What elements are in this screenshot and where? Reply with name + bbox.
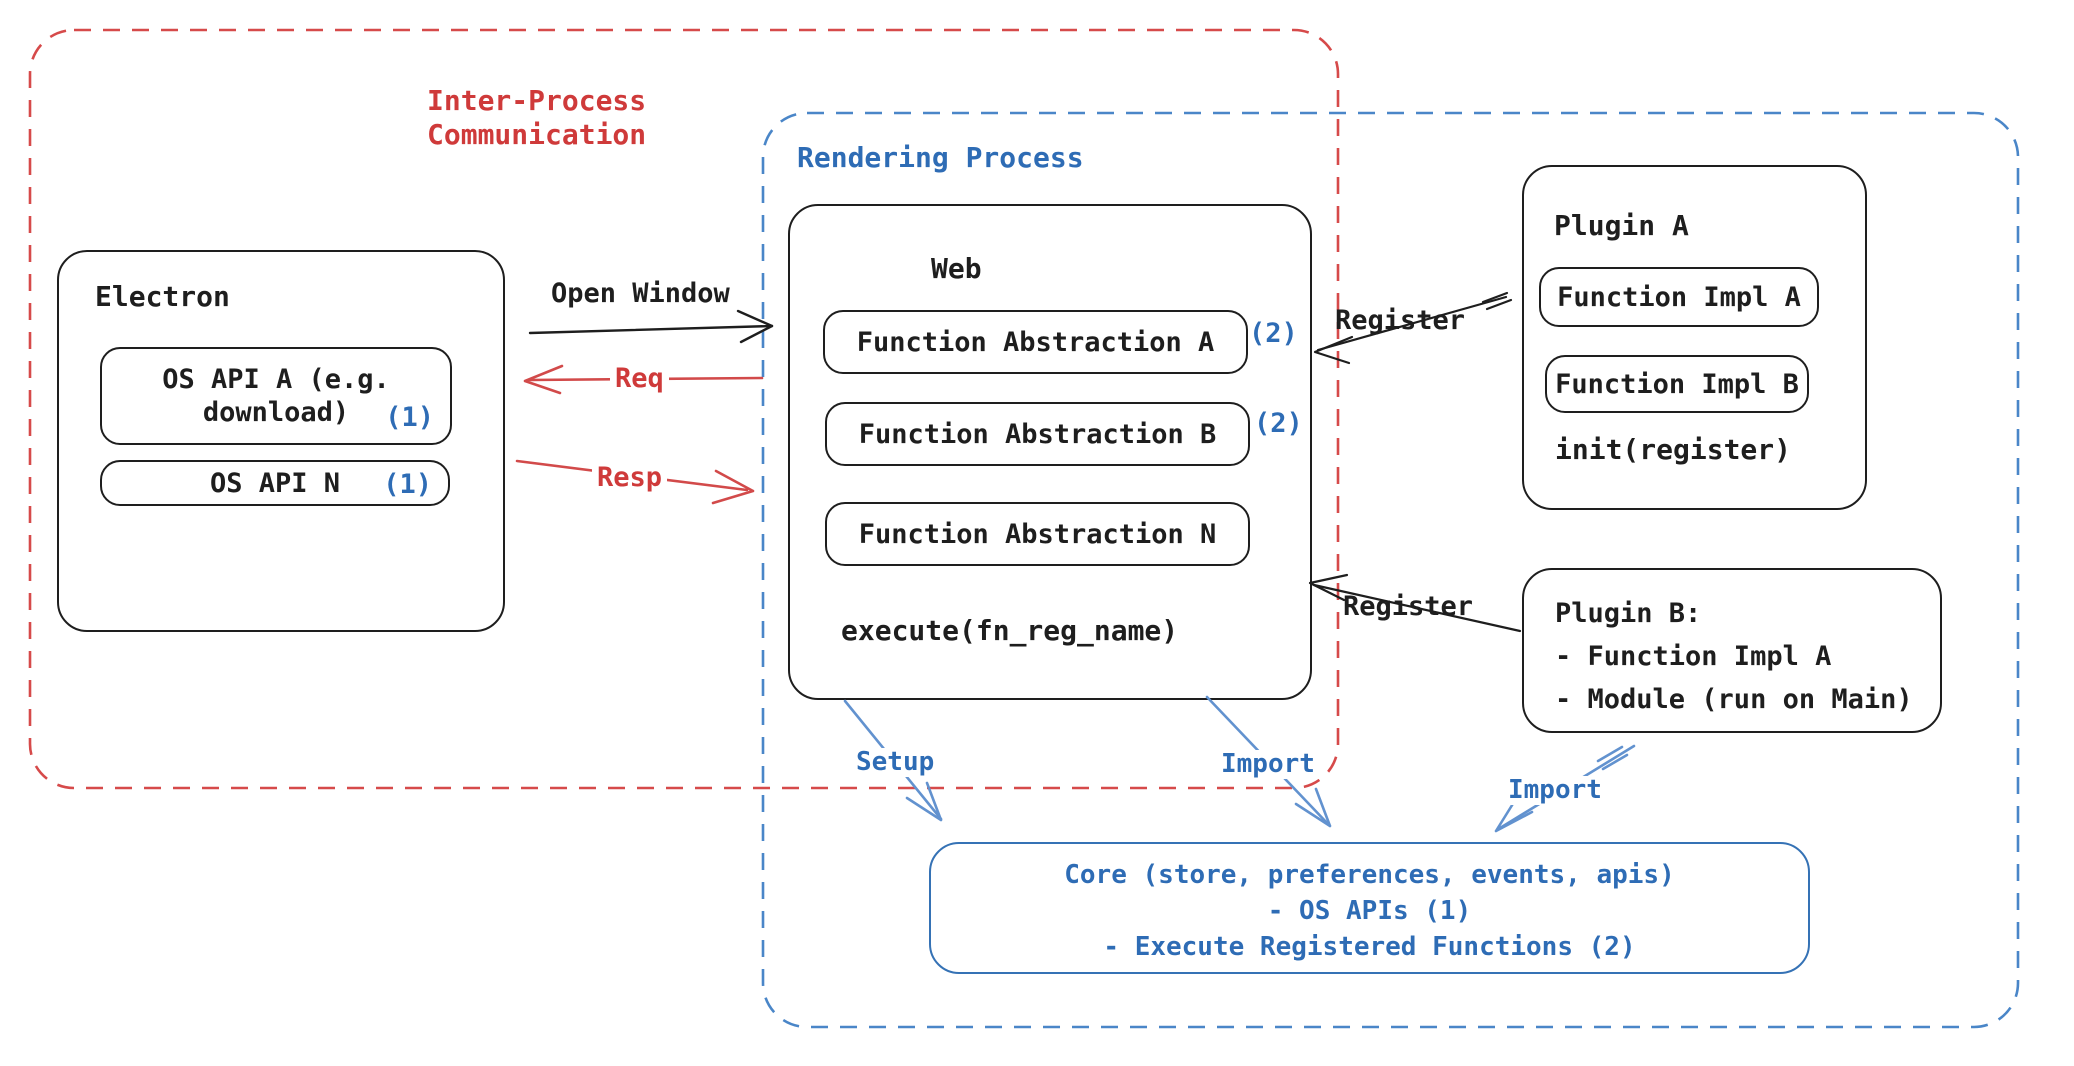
plugin-a-title: Plugin A <box>1554 209 1689 242</box>
setup-label: Setup <box>851 748 940 777</box>
plugin-b-text: Plugin B: - Function Impl A - Module (ru… <box>1555 598 1913 715</box>
open-window-label: Open Window <box>551 278 730 309</box>
web-title: Web <box>931 252 982 285</box>
os-api-n-box: OS API N (1) <box>100 460 450 506</box>
function-abstraction-n-label: Function Abstraction N <box>858 518 1217 550</box>
register-top-label: Register <box>1335 305 1466 336</box>
os-api-n-tag: (1) <box>383 469 432 500</box>
resp-label: Resp <box>592 463 668 493</box>
core-text: Core (store, preferences, events, apis) … <box>1064 860 1675 962</box>
function-abstraction-n-box: Function Abstraction N <box>825 502 1250 566</box>
function-abstraction-b-tag: (2) <box>1254 408 1303 439</box>
init-register-label: init(register) <box>1555 433 1792 466</box>
plugin-a-box: Plugin A Function Impl A Function Impl B… <box>1522 165 1867 510</box>
function-impl-b-label: Function Impl B <box>1555 368 1799 400</box>
os-api-n-label: OS API N <box>209 467 341 499</box>
os-api-a-tag: (1) <box>385 402 434 433</box>
import-web-label: Import <box>1216 750 1320 779</box>
function-abstraction-b-box: Function Abstraction B <box>825 402 1250 466</box>
open-window-arrow <box>528 309 774 344</box>
function-abstraction-a-box: Function Abstraction A <box>823 310 1248 374</box>
function-impl-a-box: Function Impl A <box>1539 267 1819 327</box>
electron-box: Electron OS API A (e.g. download) (1) OS… <box>57 250 505 632</box>
plugin-b-box: Plugin B: - Function Impl A - Module (ru… <box>1522 568 1942 733</box>
ipc-group-label: Inter-Process Communication <box>427 84 647 151</box>
function-abstraction-a-label: Function Abstraction A <box>856 326 1215 358</box>
import-plugin-label: Import <box>1503 776 1607 805</box>
web-box: Web Function Abstraction A (2) Function … <box>788 204 1312 700</box>
function-abstraction-a-tag: (2) <box>1249 318 1298 349</box>
rendering-group-label: Rendering Process <box>797 141 1084 174</box>
register-bottom-label: Register <box>1343 591 1474 622</box>
execute-label: execute(fn_reg_name) <box>841 614 1179 647</box>
electron-title: Electron <box>95 280 230 313</box>
function-abstraction-b-label: Function Abstraction B <box>858 418 1217 450</box>
os-api-a-box: OS API A (e.g. download) (1) <box>100 347 452 445</box>
function-impl-b-box: Function Impl B <box>1545 355 1809 413</box>
core-box: Core (store, preferences, events, apis) … <box>929 842 1810 974</box>
req-label: Req <box>610 364 669 394</box>
function-impl-a-label: Function Impl A <box>1557 281 1801 313</box>
os-api-a-label: OS API A (e.g. download) <box>162 364 390 428</box>
